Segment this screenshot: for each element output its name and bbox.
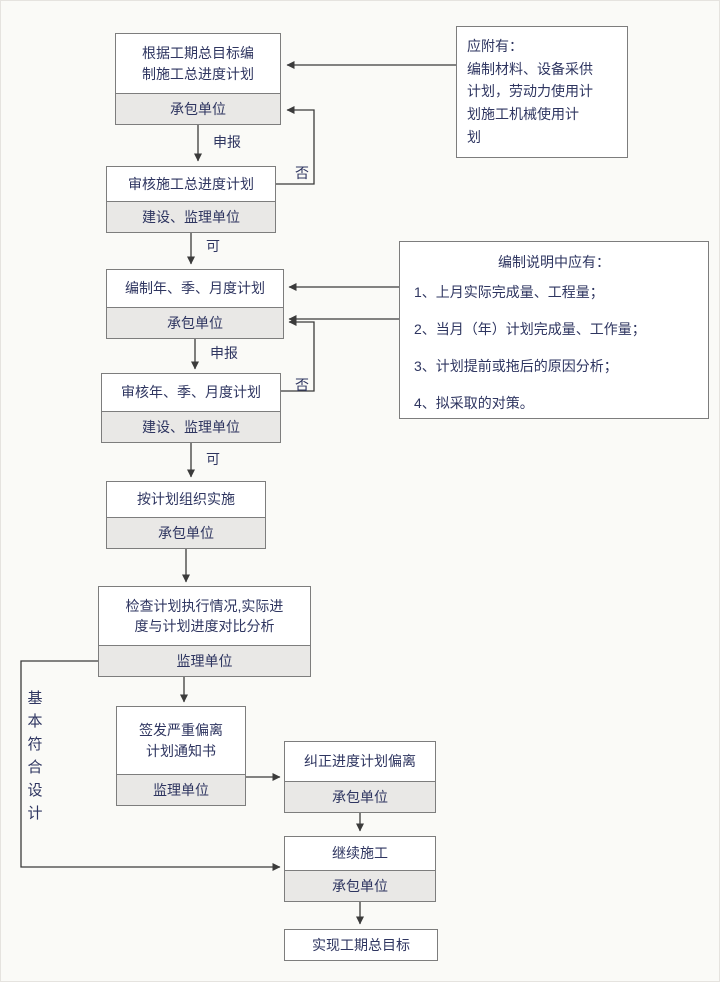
explanation-item-1: 1、上月实际完成量、工程量； bbox=[414, 284, 604, 300]
label-no-1: 否 bbox=[295, 165, 309, 181]
label-yes-1: 可 bbox=[206, 238, 220, 254]
explanation-note: 编制说明中应有： 1、上月实际完成量、工程量； 2、当月（年）计划完成量、工作量… bbox=[399, 241, 709, 419]
explanation-item-2: 2、当月（年）计划完成量、工作量； bbox=[414, 321, 646, 337]
node-compile-total-schedule-title: 根据工期总目标编 制施工总进度计划 bbox=[142, 45, 254, 82]
label-basically-conforms-design: 基 本 符 合 设 计 bbox=[27, 690, 43, 822]
node-implement-per-plan-unit: 承包单位 bbox=[107, 517, 265, 548]
node-continue-construction-title: 继续施工 bbox=[332, 845, 388, 862]
node-check-plan-execution-unit: 监理单位 bbox=[99, 645, 310, 676]
node-continue-construction-unit: 承包单位 bbox=[285, 870, 435, 901]
node-review-periodic-plans: 审核年、季、月度计划 建设、监理单位 bbox=[101, 373, 281, 443]
arrow-basically-conforms-path bbox=[20, 660, 281, 871]
node-compile-total-schedule: 根据工期总目标编 制施工总进度计划 承包单位 bbox=[115, 33, 281, 125]
node-implement-per-plan: 按计划组织实施 承包单位 bbox=[106, 481, 266, 549]
label-declare-1: 申报 bbox=[213, 134, 241, 150]
node-achieve-goal-title: 实现工期总目标 bbox=[312, 936, 410, 953]
node-compile-periodic-plans-title: 编制年、季、月度计划 bbox=[125, 280, 265, 297]
node-compile-periodic-plans: 编制年、季、月度计划 承包单位 bbox=[106, 269, 284, 339]
node-review-periodic-plans-unit: 建设、监理单位 bbox=[102, 411, 280, 442]
arrow-no-feedback-2 bbox=[281, 318, 315, 392]
label-no-2: 否 bbox=[295, 377, 309, 393]
node-continue-construction: 继续施工 承包单位 bbox=[284, 836, 436, 902]
node-issue-deviation-notice-title: 签发严重偏离 计划通知书 bbox=[139, 722, 223, 759]
node-correct-deviation-unit: 承包单位 bbox=[285, 781, 435, 812]
node-review-total-schedule-unit: 建设、监理单位 bbox=[107, 201, 275, 232]
explanation-item-4: 4、拟采取的对策。 bbox=[414, 395, 534, 411]
node-review-total-schedule-title: 审核施工总进度计划 bbox=[128, 175, 254, 192]
arrow-no-feedback-1 bbox=[276, 106, 315, 185]
node-issue-deviation-notice-unit: 监理单位 bbox=[117, 774, 245, 805]
node-achieve-goal: 实现工期总目标 bbox=[284, 929, 438, 961]
label-yes-2: 可 bbox=[206, 451, 220, 467]
node-review-periodic-plans-title: 审核年、季、月度计划 bbox=[121, 384, 261, 401]
node-implement-per-plan-title: 按计划组织实施 bbox=[137, 491, 235, 508]
node-check-plan-execution-title: 检查计划执行情况,实际进 度与计划进度对比分析 bbox=[125, 597, 284, 634]
node-correct-deviation: 纠正进度计划偏离 承包单位 bbox=[284, 741, 436, 813]
node-review-total-schedule: 审核施工总进度计划 建设、监理单位 bbox=[106, 166, 276, 233]
attachment-note: 应附有： 编制材料、设备采供 计划，劳动力使用计 划施工机械使用计 划 bbox=[456, 26, 628, 158]
explanation-item-3: 3、计划提前或拖后的原因分析； bbox=[414, 358, 618, 374]
explanation-note-items: 1、上月实际完成量、工程量； 2、当月（年）计划完成量、工作量； 3、计划提前或… bbox=[414, 282, 694, 413]
node-issue-deviation-notice: 签发严重偏离 计划通知书 监理单位 bbox=[116, 706, 246, 806]
node-correct-deviation-title: 纠正进度计划偏离 bbox=[304, 753, 416, 770]
node-check-plan-execution: 检查计划执行情况,实际进 度与计划进度对比分析 监理单位 bbox=[98, 586, 311, 677]
label-declare-2: 申报 bbox=[210, 345, 238, 361]
node-compile-periodic-plans-unit: 承包单位 bbox=[107, 307, 283, 338]
node-compile-total-schedule-unit: 承包单位 bbox=[116, 93, 280, 124]
explanation-note-title: 编制说明中应有： bbox=[498, 254, 610, 270]
